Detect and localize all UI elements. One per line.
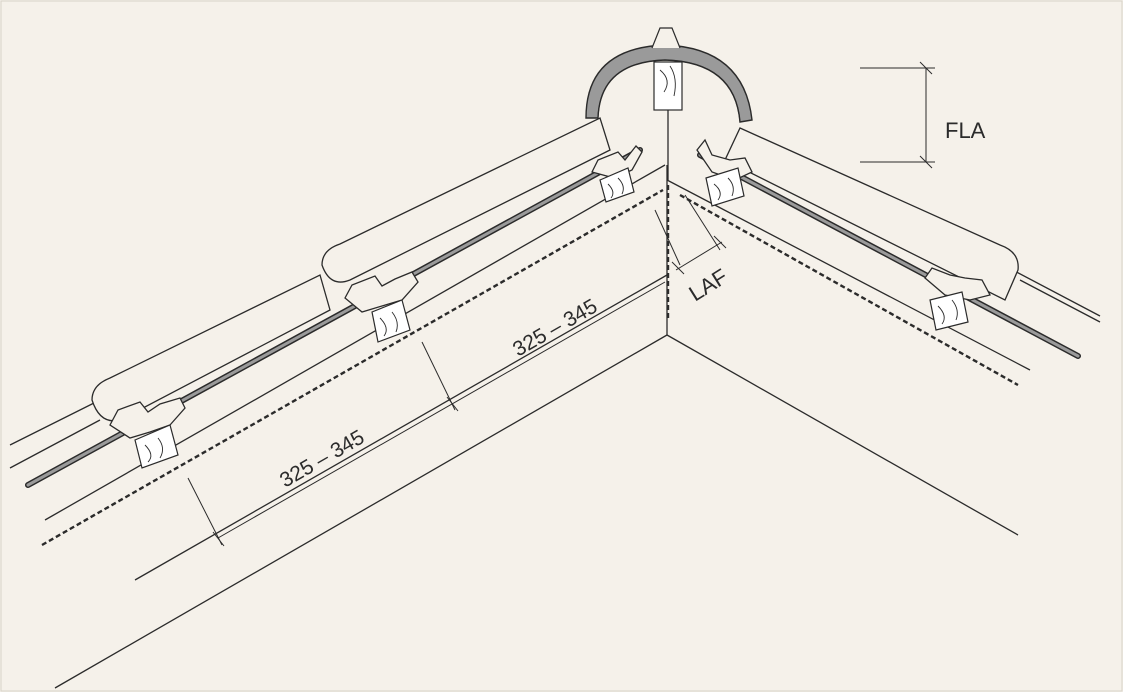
lath-left-3 [599, 167, 635, 203]
roof-tile-left-1 [91, 274, 331, 422]
ridge-fixing [653, 61, 683, 320]
fla-dimension [860, 61, 935, 169]
tile-clip-left-2 [344, 271, 419, 313]
dimension-label-upper: 325 – 345 [509, 295, 601, 362]
dimension-label-lower: 325 – 345 [276, 426, 368, 493]
tile-clip-left-1 [109, 397, 186, 439]
left-rafter-lines [9, 164, 668, 689]
ridge-tile [585, 27, 753, 123]
laf-label: LAF [684, 264, 731, 307]
lath-left-2 [371, 299, 411, 343]
underlay-dashed-lines [41, 188, 1019, 547]
lath-right-1 [705, 167, 745, 207]
fla-label: FLA [945, 118, 986, 143]
lath-right-2 [929, 291, 969, 331]
left-batten [25, 147, 643, 488]
spacing-dimension [187, 281, 666, 547]
roof-tile-right-1 [724, 127, 1019, 301]
lath-left-1 [134, 424, 179, 469]
laf-dimension [654, 194, 727, 275]
right-batten [697, 152, 1081, 359]
roof-tile-left-2 [321, 117, 611, 283]
